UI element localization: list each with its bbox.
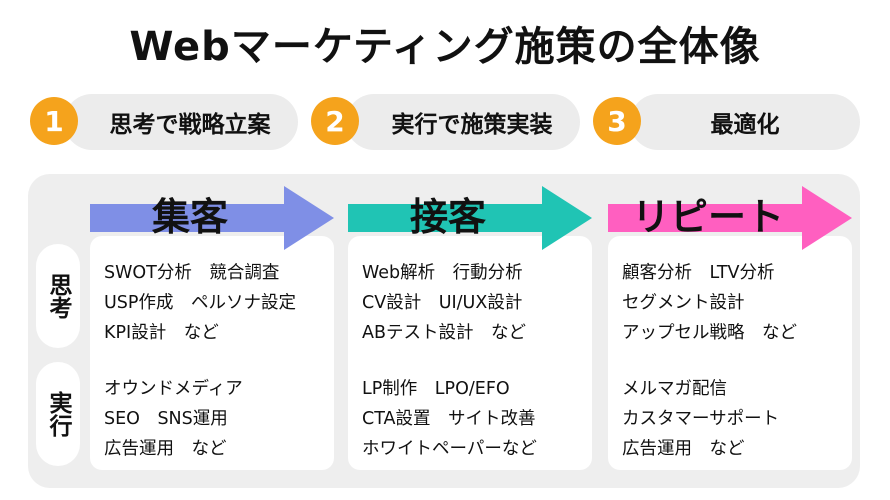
step-3-number-badge: 3 <box>593 97 641 145</box>
think-item: CV設計 UI/UX設計 <box>362 293 523 313</box>
arrow-acquisition: 集客 <box>90 186 334 250</box>
step-3-pill: 最適化 <box>630 94 860 150</box>
column-heading-acquisition: 集客 <box>151 194 228 239</box>
arrow-engagement: 接客 <box>348 186 592 250</box>
execute-item: ホワイトペーパーなど <box>362 439 537 459</box>
think-item: USP作成 ペルソナ設定 <box>104 293 296 313</box>
execute-item: カスタマーサポート <box>622 409 780 429</box>
think-item: KPI設計 など <box>104 323 219 343</box>
think-item: SWOT分析 競合調査 <box>104 263 280 283</box>
step-2-number-badge: 2 <box>311 97 359 145</box>
think-item: アップセル戦略 など <box>622 323 797 343</box>
think-item: 顧客分析 LTV分析 <box>622 263 775 283</box>
arrow-acquisition-shape <box>90 186 334 250</box>
row-label-execute-text: 実行 <box>45 391 71 437</box>
step-1-pill: 思考で戦略立案 <box>64 94 298 150</box>
row-label-execute: 実行 <box>36 362 80 466</box>
row-label-think: 思考 <box>36 244 80 348</box>
step-1-label: 思考で戦略立案 <box>109 112 271 138</box>
execute-item: CTA設置 サイト改善 <box>362 409 536 429</box>
step-3-label: 最適化 <box>710 112 780 138</box>
step-1-number-badge: 1 <box>30 97 78 145</box>
page-title: Webマーケティング施策の全体像 <box>129 24 761 70</box>
think-item: ABテスト設計 など <box>362 323 526 343</box>
think-item: Web解析 行動分析 <box>362 263 523 283</box>
execute-item: オウンドメディア <box>104 379 243 399</box>
column-card-acquisition: SWOT分析 競合調査 USP作成 ペルソナ設定 KPI設計 など オウンドメデ… <box>90 236 334 470</box>
row-label-think-text: 思考 <box>45 273 71 319</box>
execute-item: メルマガ配信 <box>622 379 727 399</box>
column-heading-engagement: 接客 <box>409 194 486 239</box>
step-2-pill: 実行で施策実装 <box>346 94 580 150</box>
arrow-engagement-shape <box>348 186 592 250</box>
column-card-repeat: 顧客分析 LTV分析 セグメント設計 アップセル戦略 など メルマガ配信 カスタ… <box>608 236 852 470</box>
think-item: セグメント設計 <box>622 293 745 313</box>
arrow-repeat-shape <box>608 186 852 250</box>
step-2-label: 実行で施策実装 <box>391 112 553 138</box>
execute-item: SEO SNS運用 <box>104 409 228 429</box>
column-card-engagement: Web解析 行動分析 CV設計 UI/UX設計 ABテスト設計 など LP制作 … <box>348 236 592 470</box>
execute-item: 広告運用 など <box>622 439 745 459</box>
arrow-repeat: リピート <box>608 186 852 250</box>
column-heading-repeat: リピート <box>631 194 784 239</box>
execute-item: LP制作 LPO/EFO <box>362 379 510 399</box>
execute-item: 広告運用 など <box>104 439 227 459</box>
